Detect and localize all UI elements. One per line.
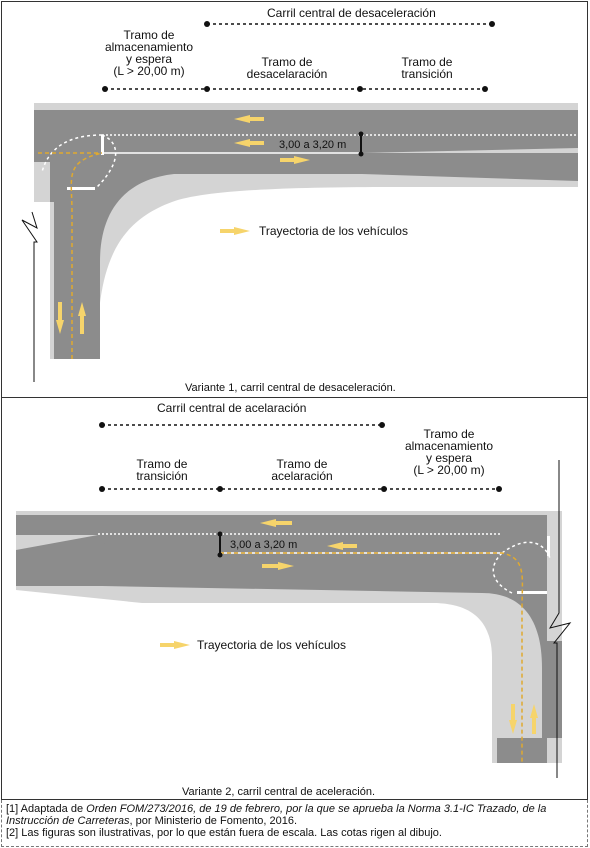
lower-carriageway: [34, 136, 578, 359]
legend-label-2: Trayectoria de los vehículos: [197, 638, 346, 652]
variant-2-drawing: [16, 422, 572, 778]
segment-storage-label: Tramo de almacenamiento y espera (L > 20…: [104, 28, 194, 78]
segment-transition-label-2: Tramo de transición: [136, 457, 188, 483]
footnote-1: [1] Adaptada de Orden FOM/273/2016, de 1…: [6, 803, 547, 827]
lane-width-label: 3,00 a 3,20 m: [279, 139, 347, 151]
footnotes: [1] Adaptada de Orden FOM/273/2016, de 1…: [1, 800, 588, 847]
variant-2-caption: Variante 2, carril central de aceleració…: [182, 786, 376, 798]
upper-carriageway: [34, 110, 578, 136]
variant-1-caption: Variante 1, carril central de desacelera…: [185, 382, 396, 394]
segment-acceleration-label: Tramo de acelaración: [271, 457, 333, 483]
segment-deceleration-label: Tramo de desacelaración: [246, 55, 328, 81]
segment-transition-label: Tramo de transición: [401, 55, 453, 81]
trajectory-arrows: [56, 115, 310, 334]
footnote-2: [2] Las figuras son ilustrativas, por lo…: [6, 827, 442, 839]
variant-1-panel: Carril central de desaceleración Tramo d…: [1, 1, 588, 398]
variant-2-header: Carril central de acelaración: [157, 401, 307, 415]
lane-width-label-2: 3,00 a 3,20 m: [230, 539, 298, 551]
legend-label: Trayectoria de los vehículos: [259, 224, 408, 238]
variant-2-panel: Carril central de acelaración Tramo de t…: [1, 397, 588, 800]
segment-storage-label-2: Tramo de almacenamiento y espera (L > 20…: [404, 427, 494, 477]
variant-1-drawing: [21, 21, 578, 382]
variant-1-header: Carril central de desaceleración: [267, 6, 436, 20]
